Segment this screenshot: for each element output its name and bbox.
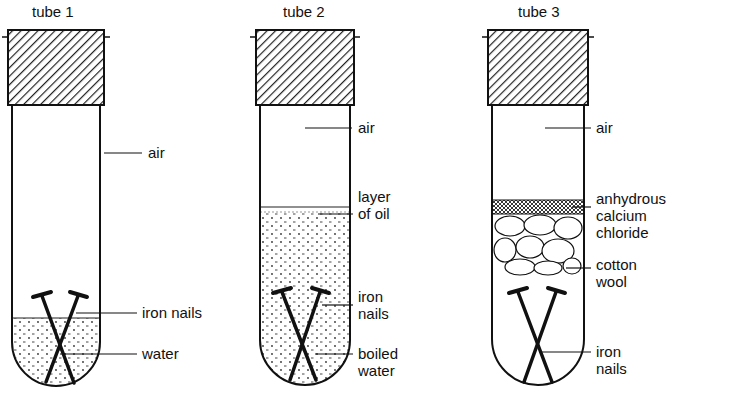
water	[0, 318, 120, 401]
test-tube	[260, 105, 350, 385]
stopper	[488, 30, 588, 105]
test-tube	[12, 105, 100, 386]
tube-title: tube 1	[32, 3, 112, 20]
tube-title: tube 2	[283, 3, 363, 20]
test-tube	[492, 105, 584, 385]
calcium-chloride	[492, 200, 584, 214]
part-label: anhydrous calcium chloride	[596, 190, 676, 241]
cotton-wool	[494, 215, 582, 275]
part-label: water	[142, 345, 222, 362]
tube-two	[250, 30, 360, 401]
stopper	[8, 30, 104, 105]
boiled-water	[250, 208, 360, 401]
iron-nails	[273, 288, 329, 380]
stopper-lip	[2, 36, 110, 38]
part-label: cotton wool	[596, 256, 656, 290]
water-surface	[12, 317, 100, 318]
oil-layer	[250, 207, 360, 212]
part-label: boiled water	[358, 345, 418, 379]
part-label: air	[596, 119, 656, 136]
iron-nails	[509, 288, 565, 382]
stopper	[256, 30, 354, 105]
tube-title: tube 3	[518, 3, 598, 20]
iron-nails	[33, 292, 87, 383]
stopper-lip	[482, 36, 594, 38]
leader-lines	[60, 128, 591, 354]
part-label: iron nails	[596, 343, 646, 377]
oil-water-boundary	[260, 212, 350, 213]
tube-three	[482, 30, 594, 385]
oil-surface	[260, 206, 350, 207]
tube-one	[0, 30, 120, 401]
stopper-lip	[250, 36, 360, 38]
part-label: iron nails	[142, 304, 242, 321]
part-label: air	[148, 144, 208, 161]
part-label: layer of oil	[358, 188, 392, 222]
part-label: air	[358, 119, 418, 136]
part-label: iron nails	[358, 288, 408, 322]
